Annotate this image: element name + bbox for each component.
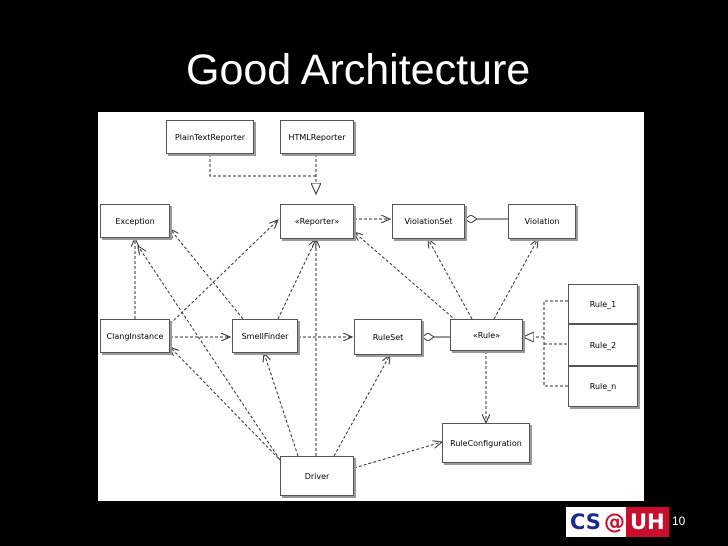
edge-clanginstance-reporter	[169, 220, 278, 325]
class-htmlreporter: HTMLReporter	[280, 120, 354, 154]
logo-cs: CS	[566, 507, 603, 537]
edge-rule-implementations	[543, 300, 568, 387]
interface-rule: «Rule»	[450, 319, 523, 351]
class-ruleset: RuleSet	[354, 319, 422, 355]
edge-plaintextreporter-reporter	[209, 154, 316, 177]
class-rule-n: Rule_n	[568, 366, 638, 407]
class-rule-1: Rule_1	[568, 284, 638, 324]
edge-driver-exception	[138, 246, 281, 461]
edge-driver-clanginstance	[170, 347, 283, 463]
edge-smellfinder-exception	[170, 229, 244, 320]
edge-driver-ruleconfiguration	[353, 442, 442, 469]
diagram-connectors	[98, 154, 568, 469]
edge-driver-smellfinder	[264, 353, 299, 457]
class-driver: Driver	[280, 456, 354, 496]
edge-rule-violationset	[428, 239, 473, 320]
class-smellfinder: SmellFinder	[232, 319, 298, 353]
class-exception: Exception	[100, 204, 170, 238]
class-plaintextreporter: PlainTextReporter	[166, 120, 254, 154]
logo-uh: UH	[625, 507, 669, 537]
cs-uh-logo: CS @ UH	[566, 507, 669, 537]
slide-title: Good Architecture	[186, 46, 531, 94]
class-clanginstance: ClangInstance	[100, 319, 170, 353]
edge-smellfinder-reporter	[277, 239, 316, 320]
class-violation: Violation	[508, 204, 576, 239]
edge-driver-ruleset	[333, 355, 390, 457]
class-rule-2: Rule_2	[568, 324, 638, 366]
interface-reporter: «Reporter»	[280, 204, 354, 239]
class-violationset: ViolationSet	[392, 204, 465, 239]
uml-diagram: PlainTextReporter HTMLReporter Exception…	[98, 112, 644, 501]
edge-rule-reporter	[354, 232, 461, 325]
logo-at: @	[602, 507, 626, 537]
page-number: 10	[672, 514, 686, 528]
edge-rule-violation	[493, 239, 538, 320]
class-ruleconfiguration: RuleConfiguration	[442, 423, 530, 463]
